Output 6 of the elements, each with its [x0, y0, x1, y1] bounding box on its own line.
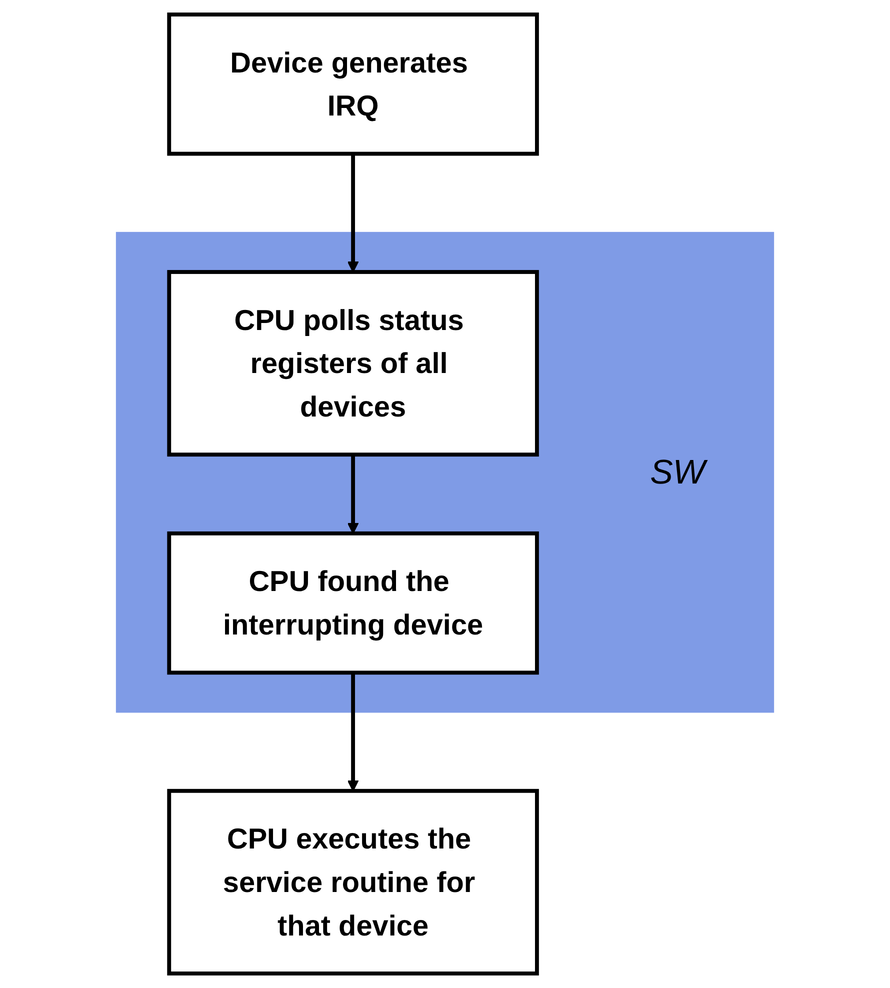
- node-box: CPU executes the service routine for that device: [167, 788, 539, 976]
- arrow: [347, 672, 359, 792]
- node-box: CPU polls status registers of all devices: [167, 270, 539, 457]
- node-box: Device generates IRQ: [167, 12, 539, 156]
- arrow: [347, 454, 359, 534]
- node-box: CPU found the interrupting device: [167, 531, 539, 675]
